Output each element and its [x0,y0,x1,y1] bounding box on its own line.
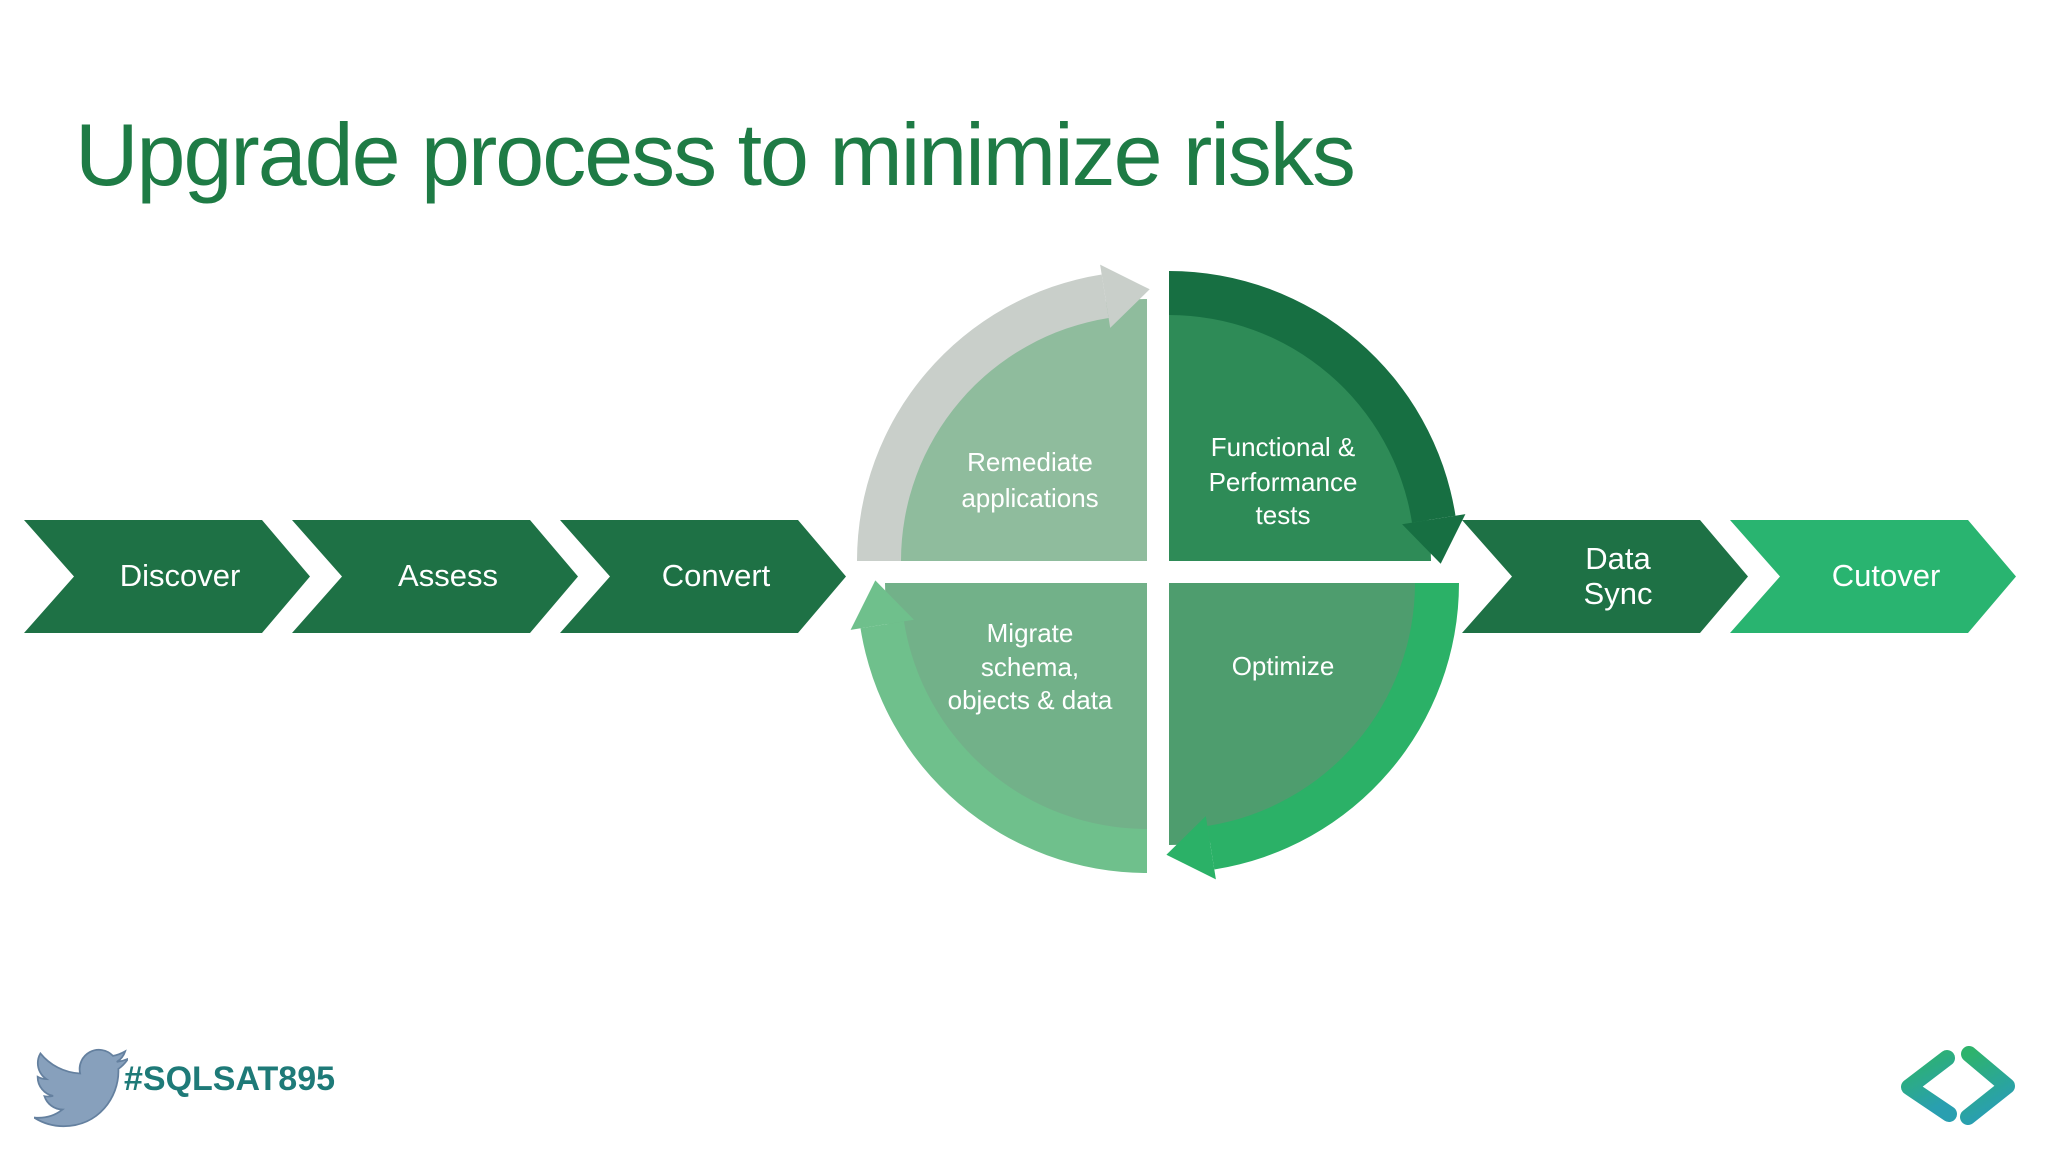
quadrant-functional-arc [1169,271,1456,523]
quadrant-remediate-arc [857,274,1109,561]
process-step-cutover: Cutover [1730,520,2016,633]
quadrant-remediate-fill [885,299,1147,561]
quadrant-label-line: Performance [1209,467,1358,497]
quadrant-optimize-fill [1169,583,1431,845]
quadrant-migrate-schema-objects-data: Migrate schema, objects & data [850,580,1147,873]
twitter-bird-icon [34,1048,128,1128]
quadrant-label-line: schema, [981,652,1079,682]
process-step-label: Cutover [1831,558,1941,594]
quadrant-optimize: Optimize [1166,583,1459,880]
upgrade-cycle-diagram: Remediate applications Functional & Perf… [850,264,1466,880]
process-step-convert: Convert [560,520,846,633]
quadrant-label-line: applications [961,483,1098,513]
left-angle-bracket [1901,1050,1957,1122]
quadrant-optimize-arc [1207,583,1459,870]
process-step-assess: Assess [292,520,578,633]
quadrant-label-line: objects & data [948,685,1113,715]
process-step-label: Data Sync [1583,540,1653,611]
event-hashtag: #SQLSAT895 [124,1060,336,1098]
process-step-label: Assess [398,558,498,594]
quadrant-label-line: Migrate [987,618,1074,648]
arrowhead-clockwise-icon [1166,816,1216,880]
arrowhead-clockwise-icon [850,580,914,630]
code-brackets-logo-icon [1901,1046,2015,1125]
quadrant-migrate-arc [860,621,1147,873]
quadrant-label-line: Remediate [967,447,1093,477]
page-title: Upgrade process to minimize risks [75,104,1356,204]
quadrant-label-line: Functional & [1211,432,1356,462]
quadrant-functional-fill [1169,299,1431,561]
process-step-label: Convert [661,558,771,594]
arrowhead-clockwise-icon [1402,514,1466,564]
quadrant-remediate-applications: Remediate applications [857,264,1150,561]
quadrant-label-line: Optimize [1232,651,1335,681]
process-step-label: Discover [119,558,241,594]
quadrant-label-line: tests [1256,500,1311,530]
quadrant-migrate-fill [885,583,1147,845]
quadrant-functional-performance-tests: Functional & Performance tests [1169,271,1466,564]
process-step-discover: Discover [24,520,310,633]
process-step-data-sync: Data Sync [1462,520,1748,633]
right-angle-bracket [1960,1046,2015,1125]
arrowhead-clockwise-icon [1100,264,1150,328]
